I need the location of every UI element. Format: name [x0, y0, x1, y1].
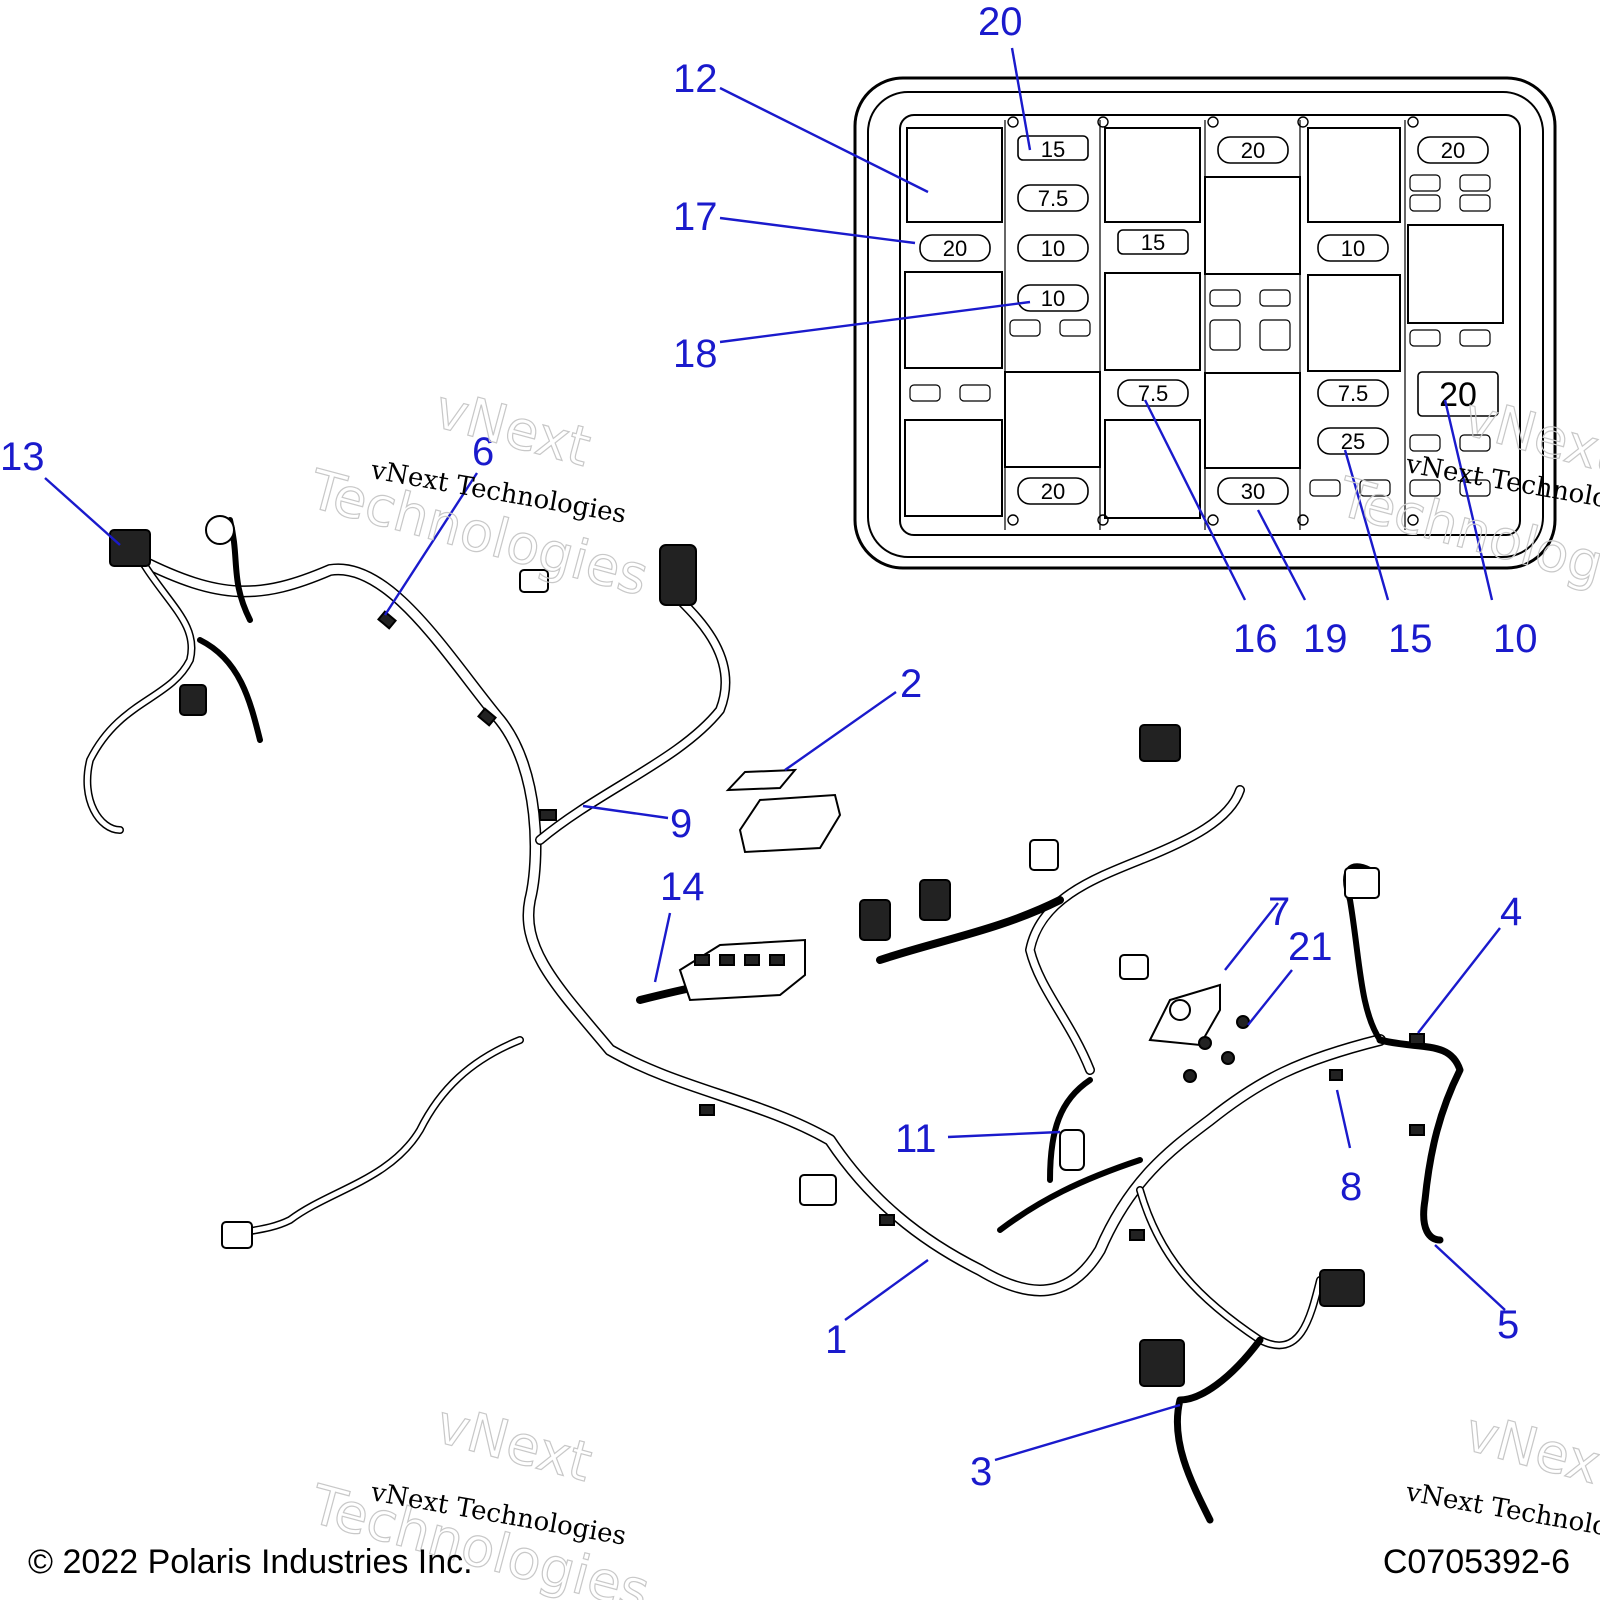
fuse-label-f11: 7.5: [1338, 381, 1369, 406]
callout-17: 17: [673, 195, 718, 239]
callout-10: 10: [1493, 617, 1538, 661]
callout-3: 3: [970, 1450, 992, 1494]
fuse-f14: [1017, 477, 1089, 505]
fuse-label-f10: 7.5: [1138, 381, 1169, 406]
fuse-label-f7: 20: [1241, 138, 1265, 163]
callouts: 12 17 18 20 16 19 15 10 13 6 2 9 14 7 21…: [0, 0, 1538, 1494]
fuse-f11: [1317, 379, 1389, 407]
fuse-label-f13: 20: [1439, 376, 1477, 414]
callout-12: 12: [673, 57, 718, 101]
drawing-code: C0705392-6: [1382, 1543, 1570, 1581]
callout-15: 15: [1388, 617, 1433, 661]
ecu-cover-icon: [738, 793, 842, 854]
harness-components: [109, 515, 1425, 1387]
fuse-f13: [1417, 371, 1499, 417]
fuse-f2: [1017, 184, 1089, 212]
fuse-label-f9: 20: [1441, 138, 1465, 163]
fuse-label-f4: 10: [1041, 236, 1065, 261]
fuse-block-icon: [678, 938, 806, 1002]
callout-5: 5: [1497, 1303, 1519, 1347]
callout-21: 21: [1288, 925, 1333, 969]
fuse-label-f8: 10: [1341, 236, 1365, 261]
callout-14: 14: [660, 865, 705, 909]
fuse-f12: [1317, 427, 1389, 455]
leader-lines: [44, 47, 1506, 1462]
callout-1: 1: [825, 1318, 847, 1362]
fuse-label-f5: 10: [1041, 286, 1065, 311]
fuse-f15: [1217, 477, 1289, 505]
watermark-big-7: vNext: [1459, 1400, 1600, 1502]
fuse-box: [853, 76, 1557, 570]
watermark-big-3: vNext: [430, 1392, 599, 1494]
fuse-label-f3: 20: [943, 236, 967, 261]
fuse-f1: [1017, 135, 1089, 161]
callout-19: 19: [1303, 617, 1348, 661]
callout-8: 8: [1340, 1165, 1362, 1209]
fuse-f4: [1017, 234, 1089, 262]
fuse-f5: [1017, 284, 1089, 312]
callout-11: 11: [895, 1117, 937, 1161]
callout-7: 7: [1268, 890, 1290, 934]
fuse-f9: [1417, 136, 1489, 164]
fuse-f7: [1217, 136, 1289, 164]
callout-2: 2: [900, 662, 922, 706]
watermark-big-1: vNext: [428, 377, 597, 479]
watermarks: vNext Technologies vNext Technologies vN…: [302, 377, 1600, 1600]
callout-4: 4: [1500, 890, 1522, 934]
connector-light: [205, 515, 1380, 1249]
callout-9: 9: [670, 802, 692, 846]
callout-18: 18: [673, 332, 718, 376]
callout-20: 20: [978, 0, 1023, 44]
copyright-text: © 2022 Polaris Industries Inc.: [28, 1543, 473, 1581]
fuse-labels: 15 7.5 20 10 10 15 20 10 20 7.5 7.5 25 2…: [943, 137, 1477, 504]
connector-dark: [109, 529, 1365, 1387]
fuse-f3: [919, 234, 991, 262]
callout-16: 16: [1233, 617, 1278, 661]
callout-6: 6: [472, 430, 494, 474]
callout-13: 13: [0, 435, 45, 479]
fuse-label-f14: 20: [1041, 479, 1065, 504]
harness-drawing: [83, 517, 1464, 1524]
fuse-label-f6: 15: [1141, 230, 1165, 255]
fuse-label-f1: 15: [1041, 137, 1065, 162]
fuse-label-f12: 25: [1341, 429, 1365, 454]
fuse-f10: [1117, 379, 1189, 407]
fuse-label-f2: 7.5: [1038, 186, 1069, 211]
fuse-f8: [1317, 234, 1389, 262]
fuse-label-f15: 30: [1241, 479, 1265, 504]
label-tag-icon: [725, 768, 798, 792]
fuse-f6: [1117, 229, 1189, 255]
